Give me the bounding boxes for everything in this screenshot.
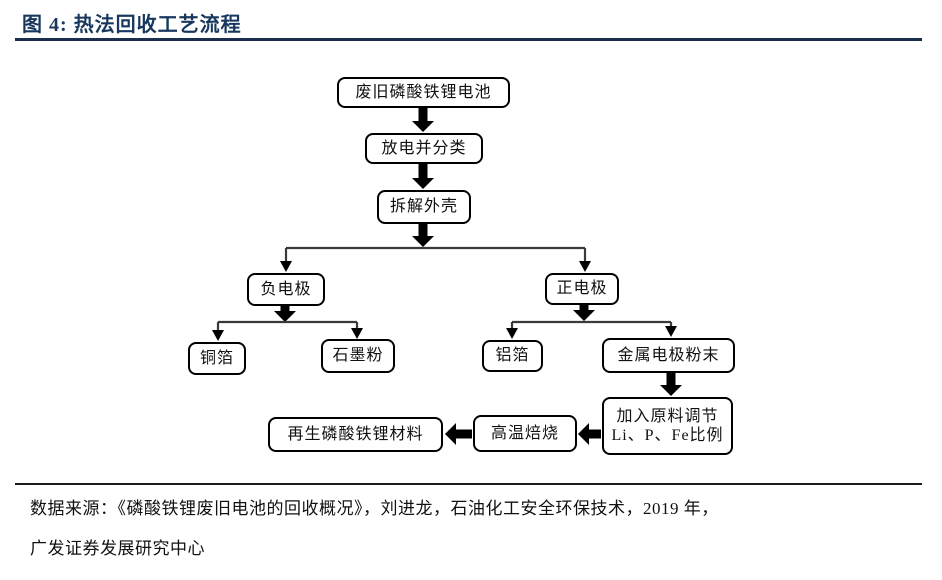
arrowhead-to-positive (579, 261, 591, 272)
connector-dismantle-split (284, 246, 587, 262)
node-positive-electrode: 正电极 (545, 273, 619, 305)
figure-title: 图 4: 热法回收工艺流程 (22, 14, 242, 36)
source-divider (15, 483, 922, 485)
arrowhead-to-copper-foil (212, 330, 224, 341)
node-negative-electrode: 负电极 (247, 273, 325, 306)
node-adjust-ratio-text: 加入原料调节 Li、P、Fe比例 (611, 407, 723, 445)
arrowhead-to-aluminum-foil (506, 328, 518, 339)
arrowhead-to-graphite (351, 328, 363, 339)
node-high-temp-roasting: 高温焙烧 (473, 415, 577, 452)
arrow-down-powder-to-adjust (660, 373, 682, 396)
source-text-line1: 数据来源：《磷酸铁锂废旧电池的回收概况》，刘进龙，石油化工安全环保技术，2019… (30, 499, 719, 518)
node-graphite-powder: 石墨粉 (321, 339, 395, 373)
arrow-down-battery-to-discharge (412, 108, 434, 132)
arrow-down-dismantle-to-split (412, 224, 434, 247)
node-copper-foil: 铜箔 (188, 342, 246, 375)
node-waste-battery: 废旧磷酸铁锂电池 (337, 77, 510, 108)
node-dismantle-shell: 拆解外壳 (377, 190, 471, 224)
adjust-ratio-line1: 加入原料调节 (616, 407, 719, 425)
adjust-ratio-line2: Li、P、Fe比例 (611, 427, 724, 444)
arrowhead-to-metal-powder (665, 326, 677, 337)
node-aluminum-foil: 铝箔 (482, 340, 543, 372)
title-underline (15, 38, 922, 41)
arrowhead-to-negative (280, 261, 292, 272)
connector-negative-split (216, 320, 359, 331)
arrow-down-discharge-to-dismantle (412, 164, 434, 189)
arrow-down-positive-to-split (573, 305, 595, 321)
arrow-left-adjust-to-roasting (578, 423, 601, 445)
node-discharge-classify: 放电并分类 (365, 133, 483, 164)
arrow-left-roasting-to-regenerate (445, 423, 472, 445)
node-metal-electrode-powder: 金属电极粉末 (602, 338, 735, 373)
node-adjust-ratio: 加入原料调节 Li、P、Fe比例 (602, 397, 733, 455)
source-text-line2: 广发证券发展研究中心 (30, 539, 205, 558)
connector-positive-split (510, 320, 673, 329)
arrow-down-negative-to-split (274, 306, 296, 322)
node-regenerated-lfp: 再生磷酸铁锂材料 (268, 417, 443, 452)
